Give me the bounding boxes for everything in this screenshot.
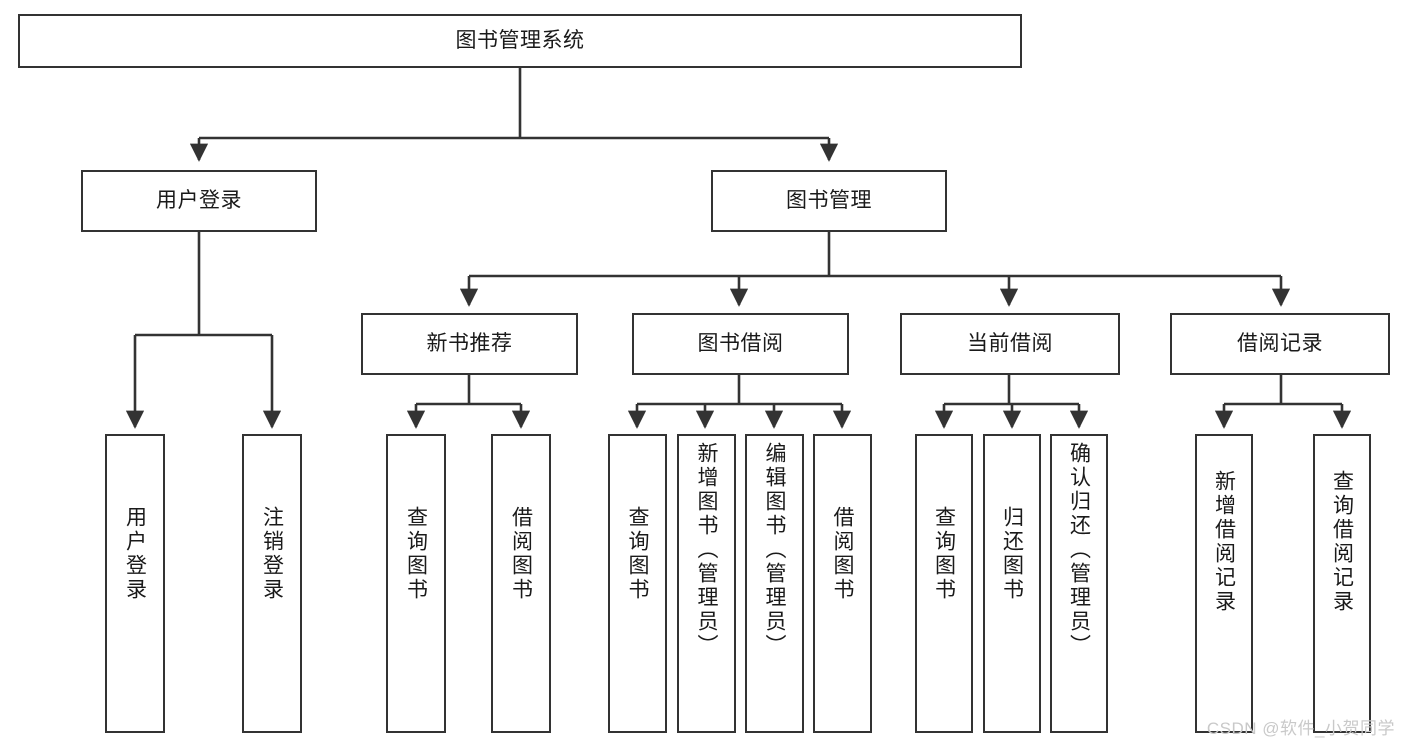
node-book-management[interactable]: 图书管理 xyxy=(711,170,947,232)
leaf-current-return-label: 归还图书 xyxy=(1000,506,1024,602)
leaf-newbook-query-label: 查询图书 xyxy=(404,506,428,602)
leaf-record-add[interactable]: 新增借阅记录 xyxy=(1195,434,1253,733)
node-new-book-recommend[interactable]: 新书推荐 xyxy=(361,313,578,375)
node-current-borrow-label: 当前借阅 xyxy=(967,331,1053,355)
node-user-login-label: 用户登录 xyxy=(156,188,242,212)
node-book-borrow-label: 图书借阅 xyxy=(697,331,784,355)
leaf-record-query[interactable]: 查询借阅记录 xyxy=(1313,434,1371,733)
leaf-newbook-query[interactable]: 查询图书 xyxy=(386,434,446,733)
leaf-record-query-label: 查询借阅记录 xyxy=(1330,470,1354,614)
node-current-borrow[interactable]: 当前借阅 xyxy=(900,313,1120,375)
leaf-borrow-add-book[interactable]: 新增图书（管理员） xyxy=(677,434,736,733)
node-new-book-recommend-label: 新书推荐 xyxy=(426,331,513,355)
leaf-user-logout[interactable]: 注销登录 xyxy=(242,434,302,733)
node-root-label: 图书管理系统 xyxy=(455,28,585,52)
leaf-borrow-add-book-label: 新增图书（管理员） xyxy=(695,442,718,658)
leaf-borrow-edit-book-label: 编辑图书（管理员） xyxy=(763,442,786,658)
leaf-user-login[interactable]: 用户登录 xyxy=(105,434,165,733)
leaf-borrow-edit-book[interactable]: 编辑图书（管理员） xyxy=(745,434,804,733)
node-book-management-label: 图书管理 xyxy=(786,188,872,212)
leaf-newbook-borrow-label: 借阅图书 xyxy=(509,506,533,602)
leaf-user-logout-label: 注销登录 xyxy=(260,506,284,602)
leaf-borrow-book[interactable]: 借阅图书 xyxy=(813,434,872,733)
node-user-login[interactable]: 用户登录 xyxy=(81,170,317,232)
leaf-user-login-label: 用户登录 xyxy=(123,506,147,602)
node-borrow-record-label: 借阅记录 xyxy=(1237,331,1323,355)
leaf-current-confirm-return[interactable]: 确认归还（管理员） xyxy=(1050,434,1108,733)
leaf-current-return[interactable]: 归还图书 xyxy=(983,434,1041,733)
node-borrow-record[interactable]: 借阅记录 xyxy=(1170,313,1390,375)
leaf-current-query-label: 查询图书 xyxy=(932,506,956,602)
leaf-current-confirm-return-label: 确认归还（管理员） xyxy=(1067,442,1091,658)
leaf-record-add-label: 新增借阅记录 xyxy=(1212,470,1236,614)
leaf-current-query[interactable]: 查询图书 xyxy=(915,434,973,733)
leaf-borrow-query-label: 查询图书 xyxy=(626,506,649,602)
node-book-borrow[interactable]: 图书借阅 xyxy=(632,313,849,375)
leaf-borrow-book-label: 借阅图书 xyxy=(831,506,854,602)
leaf-borrow-query[interactable]: 查询图书 xyxy=(608,434,667,733)
leaf-newbook-borrow[interactable]: 借阅图书 xyxy=(491,434,551,733)
node-root[interactable]: 图书管理系统 xyxy=(18,14,1022,68)
